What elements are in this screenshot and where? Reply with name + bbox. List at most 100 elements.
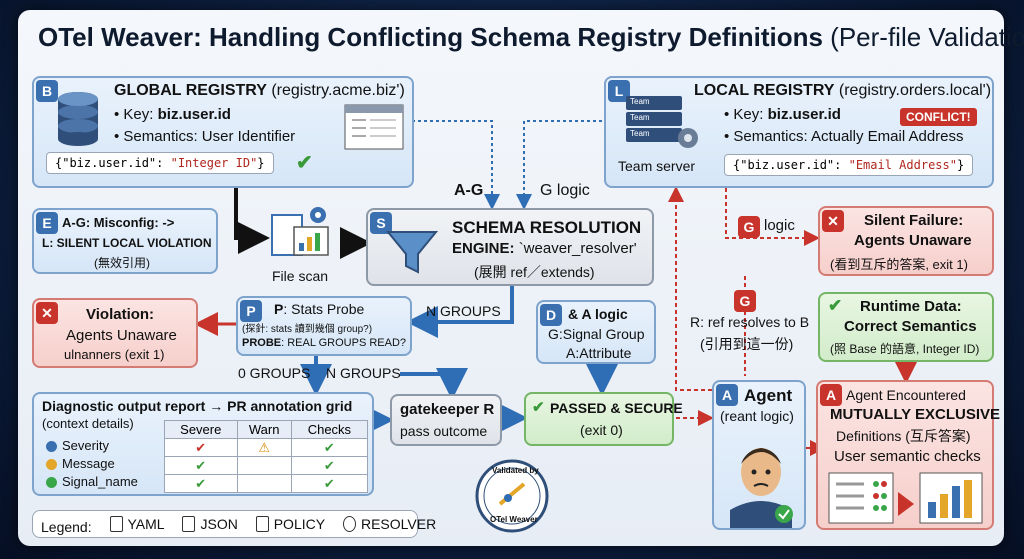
violation-line1: Violation: <box>86 306 155 323</box>
silent-line1: Silent Failure: <box>864 212 964 229</box>
label-a-g: A-G <box>454 182 484 199</box>
agent-title: Agent <box>744 386 793 405</box>
conflict-badge: CONFLICT! <box>900 108 977 126</box>
badge-d: D <box>540 304 562 326</box>
grid-cell: ✔ <box>164 456 238 475</box>
agent-encountered-box: A Agent Encountered MUTUALLY EXCLUSIVE D… <box>816 380 1000 530</box>
runtime-line1: Runtime Data: <box>860 298 962 315</box>
grid-cell: ✔ <box>290 456 369 475</box>
engine-line3: (展開 ref／extends) <box>474 264 595 280</box>
diag-row-label-message: Message <box>46 456 115 471</box>
badge-s: S <box>370 212 392 234</box>
legend: Legend: YAML JSON POLICY RESOLVER <box>32 510 436 538</box>
file-scan-label: File scan <box>272 268 329 284</box>
label-0-groups: 0 GROUPS <box>238 365 311 381</box>
passed-line1: PASSED & SECURE <box>550 400 683 416</box>
worried-agent-avatar <box>730 448 793 528</box>
misconfig-box: E A-G: Misconfig: -> L: SILENT LOCAL VIO… <box>32 208 218 274</box>
grid-cell: ✔ <box>290 474 369 493</box>
local-registry-code: {"biz.user.id": "Email Address"} <box>724 154 974 176</box>
misconfig-line1: A-G: Misconfig: -> <box>62 215 175 230</box>
col-warn: Warn <box>236 420 292 439</box>
legend-yaml: YAML <box>109 516 165 532</box>
server-row-2: Team <box>630 113 650 122</box>
semantic-checks-charts-icon <box>828 472 983 524</box>
server-icon <box>626 96 698 148</box>
document-window-icon <box>344 104 404 150</box>
runtime-check-icon: ✔ <box>828 296 843 315</box>
probe-line3: PROBE: REAL GROUPS READ? <box>242 337 407 349</box>
encountered-line1: Agent Encountered <box>846 387 966 403</box>
gatekeeper-line1: gatekeeper R <box>400 401 495 418</box>
probe-line2: (探針: stats 讀到幾個 group?) <box>242 324 373 335</box>
grid-cell: ⚠ <box>236 438 292 457</box>
global-registry-title: GLOBAL REGISTRY (registry.acme.biz') <box>114 82 405 99</box>
legend-json: JSON <box>182 516 238 532</box>
page-title: OTel Weaver: Handling Conflicting Schema… <box>38 22 1024 52</box>
badge-a: A <box>716 384 738 406</box>
encountered-line3: Definitions (互斥答案) <box>836 428 971 444</box>
diagnostic-box: Diagnostic output report → PR annotation… <box>32 392 374 496</box>
misconfig-line2: L: SILENT LOCAL VIOLATION <box>42 236 212 250</box>
logic-line3: A:Attribute <box>566 345 632 361</box>
encountered-line2: MUTUALLY EXCLUSIVE <box>830 406 1001 423</box>
server-row-1: Team <box>630 97 650 106</box>
label-n-groups-1: N GROUPS <box>426 303 501 319</box>
local-registry-key: • Key: biz.user.id <box>724 106 841 123</box>
logic-line1: & A logic <box>568 306 628 322</box>
global-registry-code: {"biz.user.id": "Integer ID"} <box>46 152 274 174</box>
local-registry-box: L Team Team Team Team server LOCAL REGIS… <box>604 76 994 188</box>
runtime-data-box: ✔ Runtime Data: Correct Semantics (照 Bas… <box>818 292 994 362</box>
diagnostic-title: Diagnostic output report → PR annotation… <box>42 398 353 414</box>
passed-line2: (exit 0) <box>580 422 623 438</box>
badge-g-logic: G <box>738 216 760 238</box>
logic-line2: G:Signal Group <box>548 326 645 342</box>
grid-cell <box>236 474 292 493</box>
legend-policy: POLICY <box>255 516 325 532</box>
file-icon <box>109 516 123 532</box>
seal-line2: OTel Weaver <box>490 515 538 524</box>
badge-e: E <box>36 212 58 234</box>
file-scan-icon <box>271 207 329 256</box>
encountered-line4: User semantic checks <box>834 448 981 465</box>
probe-line1: P: Stats Probe <box>274 301 365 317</box>
global-registry-semantics: • Semantics: User Identifier <box>114 128 296 145</box>
label-logic: logic <box>764 217 795 234</box>
local-registry-semantics: • Semantics: Actually Email Address <box>724 128 964 145</box>
check-icon: ✔ <box>296 152 313 174</box>
logic-box: D & A logic G:Signal Group A:Attribute <box>536 300 656 364</box>
server-row-3: Team <box>630 129 650 138</box>
col-checks: Checks <box>290 420 369 439</box>
error-icon: ✕ <box>36 302 58 324</box>
schema-engine-box: S SCHEMA RESOLUTION ENGINE: `weaver_reso… <box>366 208 654 286</box>
runtime-line3: (照 Base 的語意, Integer ID) <box>830 342 980 356</box>
team-server-label: Team server <box>618 158 696 174</box>
stats-probe-box: P P: Stats Probe (探針: stats 讀到幾個 group?)… <box>236 296 412 356</box>
legend-row: Legend: YAML JSON POLICY RESOLVER <box>41 516 450 535</box>
global-registry-key: • Key: biz.user.id <box>114 106 231 123</box>
badge-p: P <box>240 300 262 322</box>
engine-line1: SCHEMA RESOLUTION <box>452 218 642 237</box>
violation-line2: Agents Unaware <box>66 327 177 344</box>
badge-l: L <box>608 80 630 102</box>
col-severe: Severe <box>164 420 238 439</box>
badge-g-ref: G <box>734 290 756 312</box>
agent-sub: (reant logic) <box>720 408 794 424</box>
runtime-line2: Correct Semantics <box>844 318 977 335</box>
misconfig-line3: (無效引用) <box>94 256 150 270</box>
violation-line3: ulnanners (exit 1) <box>64 347 165 362</box>
local-registry-title: LOCAL REGISTRY (registry.orders.local') <box>694 82 992 99</box>
silent-line3: (看到互斥的答案, exit 1) <box>830 257 968 272</box>
database-icon <box>58 92 98 146</box>
file-icon <box>182 516 196 532</box>
error-icon: ✕ <box>822 210 844 232</box>
diag-row-label-severity: Severity <box>46 438 109 453</box>
legend-resolver: RESOLVER <box>342 516 436 532</box>
passed-box: ✔ PASSED & SECURE (exit 0) <box>524 392 683 446</box>
diag-row-label-signal: Signal_name <box>46 474 138 489</box>
grid-cell <box>236 456 292 475</box>
validated-seal-icon <box>475 459 549 533</box>
grid-cell: ✔ <box>164 438 238 457</box>
silent-failure-box: ✕ Silent Failure: Agents Unaware (看到互斥的答… <box>818 206 994 276</box>
